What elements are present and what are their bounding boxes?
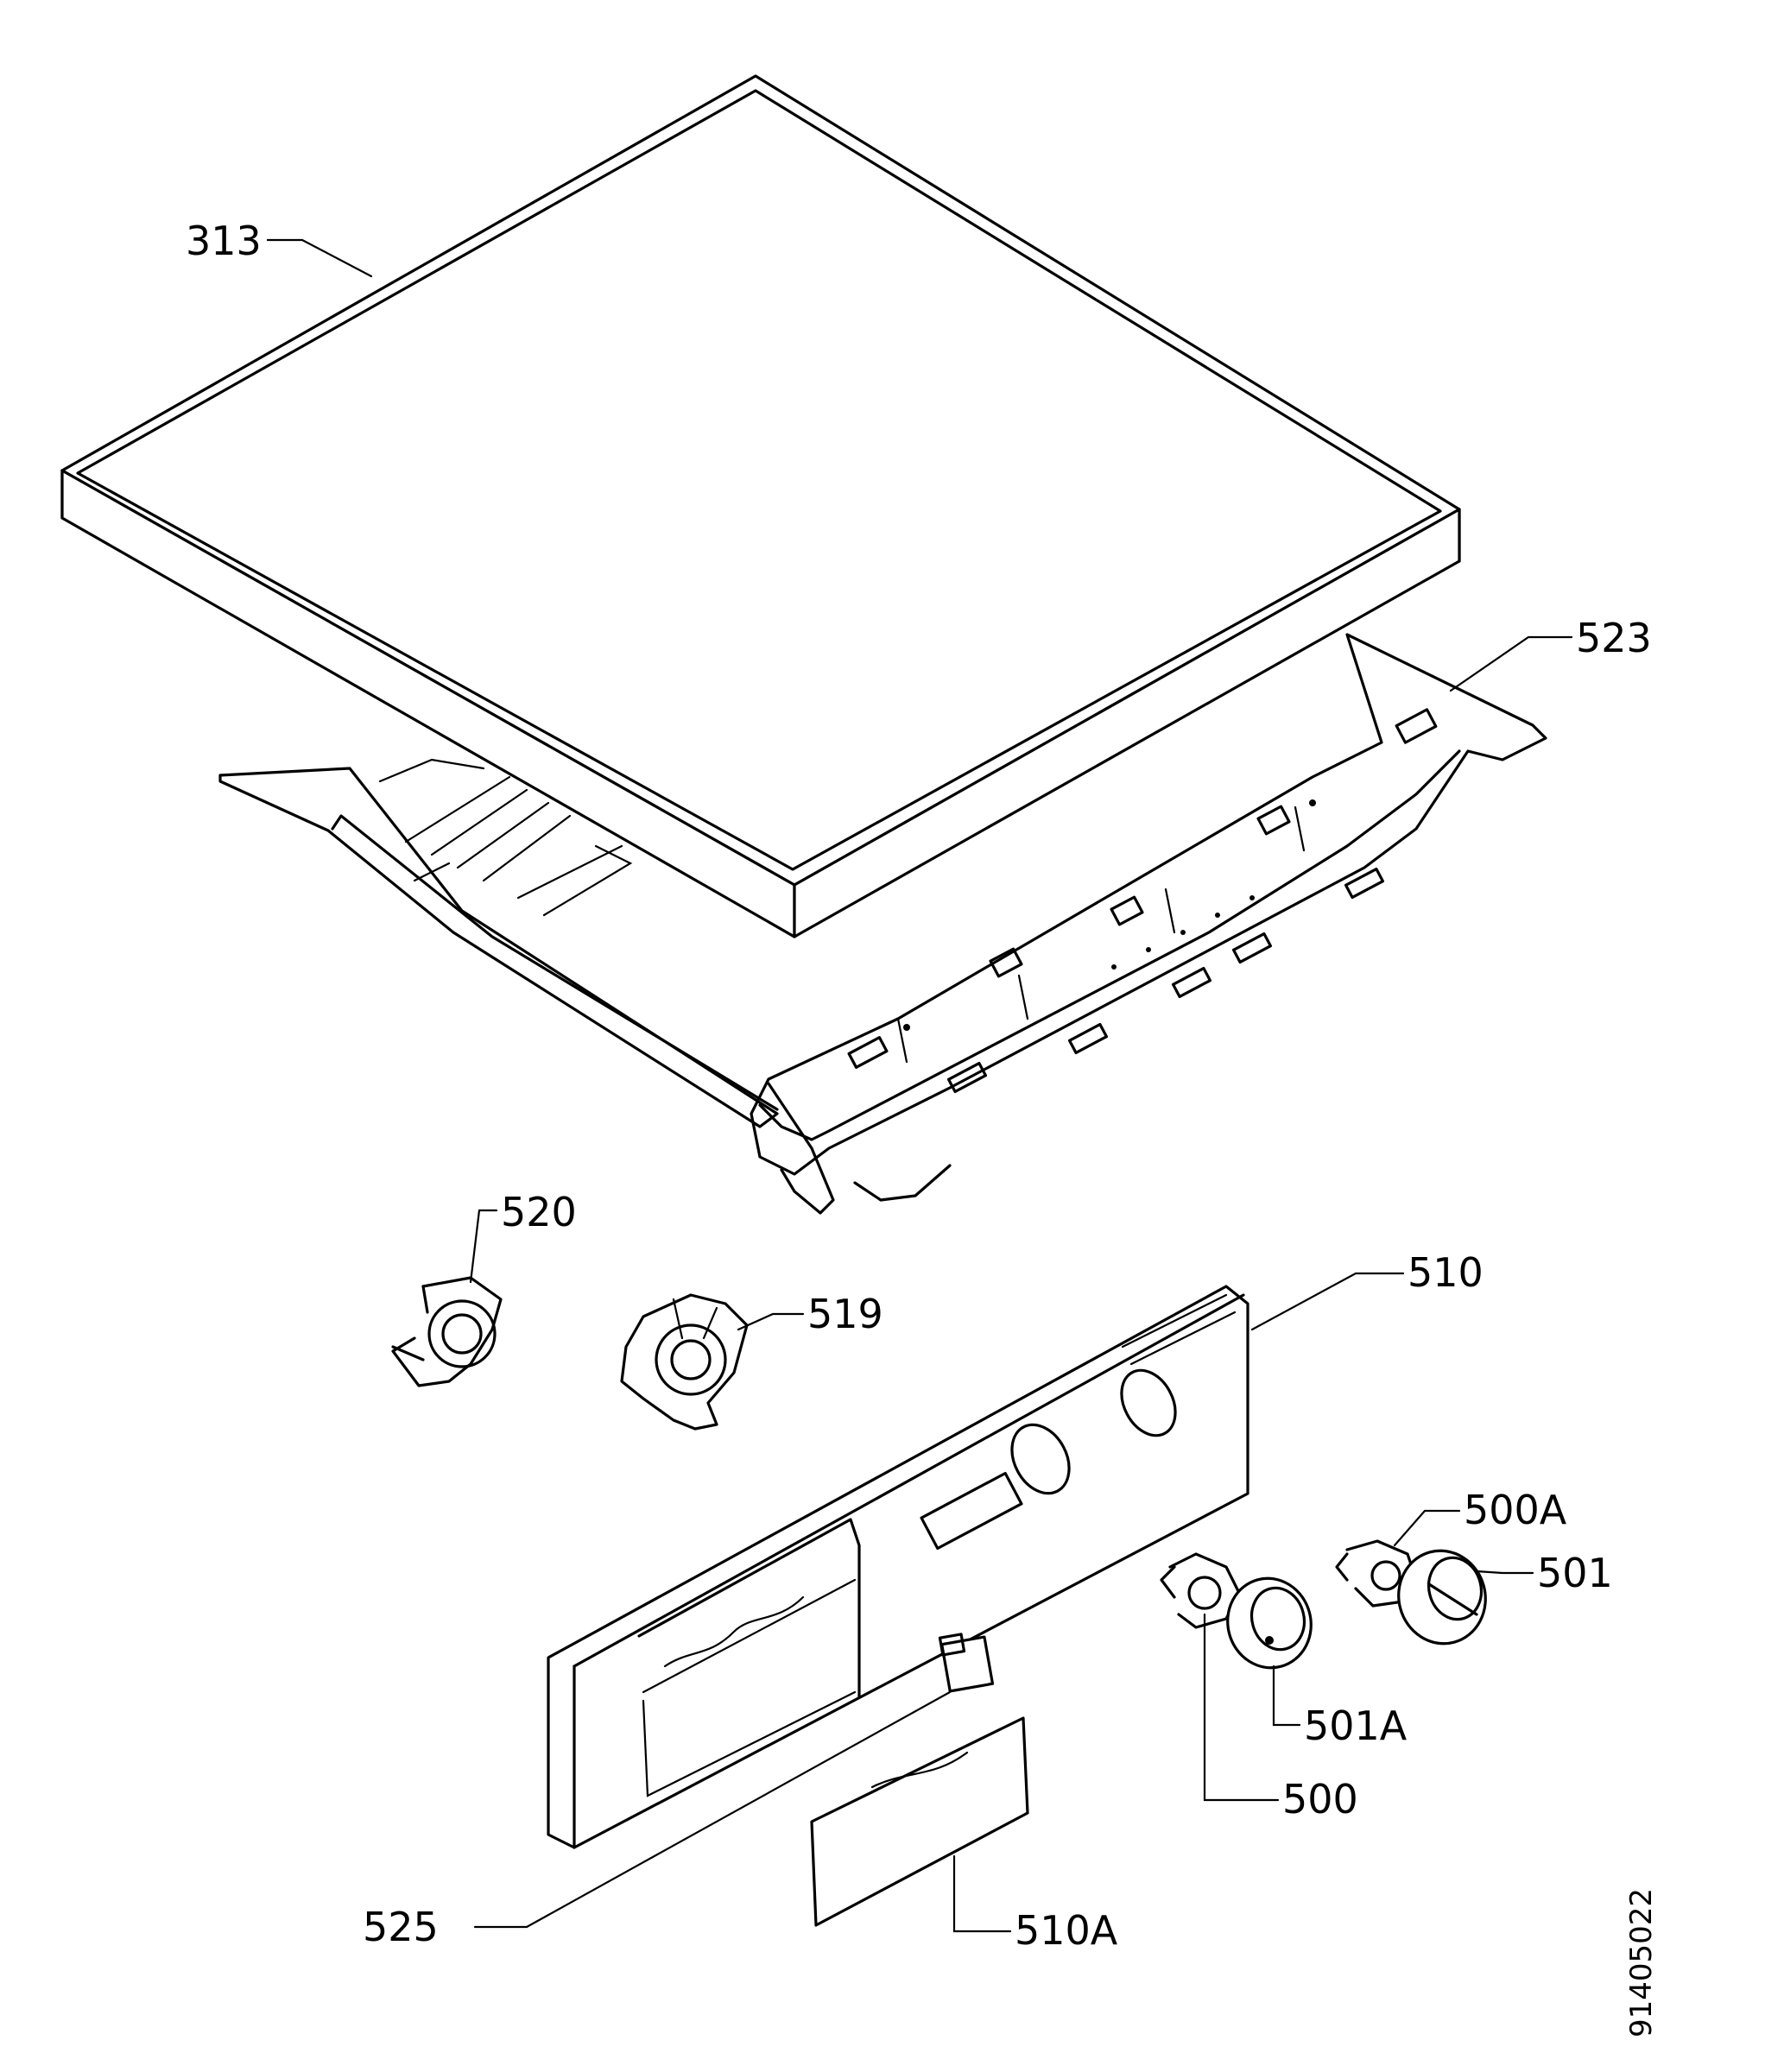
part-313-top-cover	[60, 74, 1461, 938]
label-510A: 510A	[1015, 1907, 1118, 1954]
leader-520	[469, 1209, 498, 1284]
label-500A: 500A	[1464, 1487, 1567, 1533]
label-500: 500	[1282, 1776, 1358, 1822]
label-523: 523	[1576, 615, 1652, 661]
leader-lines	[266, 238, 1573, 1933]
part-520-selector-switch	[391, 1276, 503, 1387]
leader-523	[1449, 635, 1573, 692]
label-519: 519	[807, 1291, 883, 1337]
drawing-code: 91405022	[1624, 1888, 1659, 2037]
part-510A-flap	[810, 1716, 1029, 1927]
label-520: 520	[501, 1189, 577, 1235]
label-501: 501	[1537, 1550, 1613, 1596]
leader-500	[1203, 1613, 1280, 1802]
leader-501A	[1272, 1665, 1301, 1727]
part-510-fascia-panel	[547, 1285, 1249, 1849]
part-525-switch	[938, 1633, 995, 1693]
label-510: 510	[1408, 1249, 1484, 1296]
leader-519	[737, 1312, 805, 1331]
leader-525	[473, 1690, 952, 1929]
part-523-control-frame	[218, 633, 1547, 1215]
leader-510A	[952, 1854, 1012, 1933]
leader-510	[1250, 1272, 1405, 1331]
leader-501	[1475, 1570, 1534, 1575]
label-501A: 501A	[1304, 1702, 1408, 1749]
label-525: 525	[363, 1904, 439, 1950]
label-313: 313	[186, 218, 262, 264]
part-501A-knob	[1226, 1576, 1313, 1670]
leader-313	[266, 238, 373, 278]
part-501-knob	[1397, 1549, 1487, 1646]
leader-500A	[1393, 1509, 1461, 1547]
part-519-programme-switch	[620, 1293, 749, 1431]
